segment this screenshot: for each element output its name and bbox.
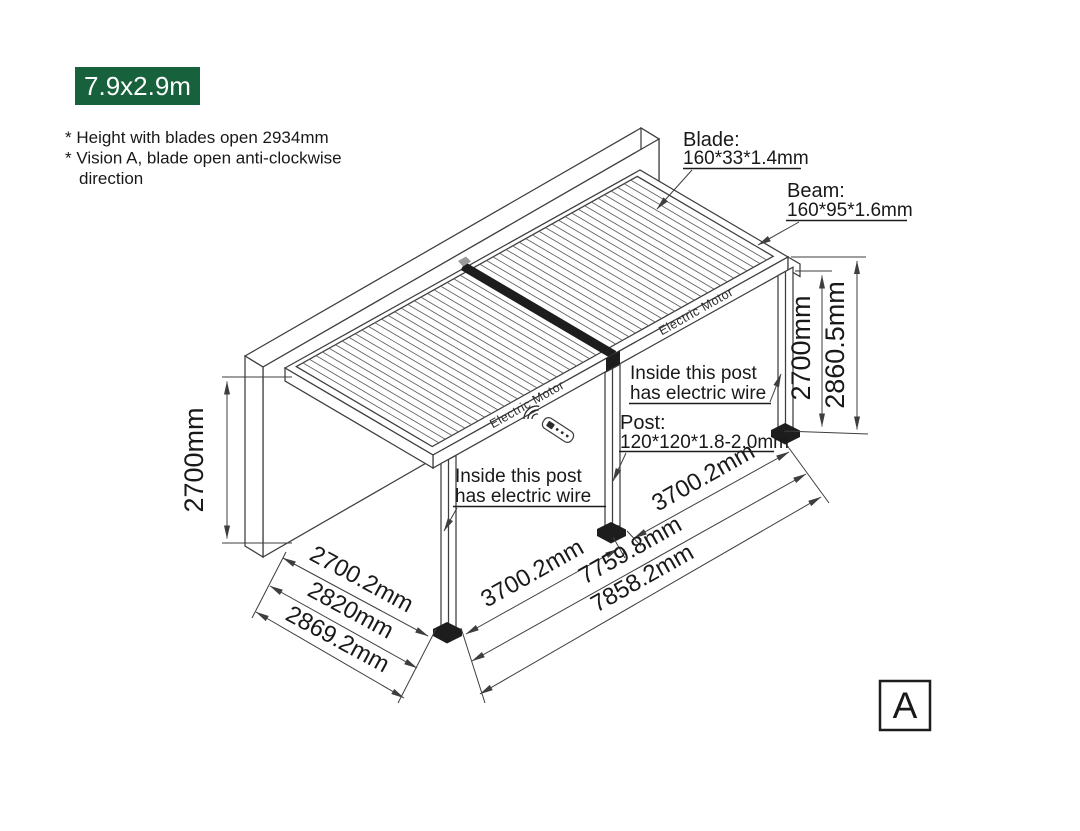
dim-bay-left-value: 3700.2mm [476,534,588,613]
beam-title: Beam: [787,180,845,202]
dim-wall-height: 2700mm [179,376,292,544]
callout-wire-left: Inside this post has electric wire [443,466,606,532]
callout-post: Post: 120*120*1.8-2.0mm [612,412,789,482]
dim-post-height-value: 2700mm [786,295,816,400]
view-marker-box [878,679,932,732]
middle-beam-front-cap [606,350,620,372]
beam-value: 160*95*1.6mm [787,200,913,221]
dim-depth-group: 2700.2mm 2820mm 2869.2mm [251,540,437,704]
roof-inner-frame [295,175,775,448]
dim-wall-height-value: 2700mm [179,407,209,512]
blade-value: 160*33*1.4mm [683,148,809,169]
remote-control-icon [523,405,575,443]
size-badge-box [75,67,200,105]
view-marker-label: A [893,685,918,726]
wire-left-line-2: has electric wire [455,486,591,507]
post-left-base-plate [433,622,462,644]
view-marker: A [878,679,932,732]
dim-overall-height-value: 2860.5mm [820,281,850,409]
note-line-3: direction [79,169,143,188]
louver-lines [302,179,767,444]
remote-signal-waves-icon [523,405,540,420]
roof: Electric Motor Electric Motor [283,169,801,470]
note-line-1: * Height with blades open 2934mm [65,128,329,147]
callout-blade: Blade: 160*33*1.4mm [656,129,809,210]
wire-right-line-2: has electric wire [630,383,766,404]
size-badge: 7.9x2.9m [75,67,200,105]
size-badge-label: 7.9x2.9m [84,71,191,101]
blade-title: Blade: [683,129,740,151]
beam-right-end-cap [787,255,801,278]
notes: * Height with blades open 2934mm * Visio… [65,128,342,188]
note-line-2: * Vision A, blade open anti-clockwise [65,149,342,168]
post-title: Post: [620,412,666,434]
roof-middle-beam [460,262,617,359]
callout-beam: Beam: 160*95*1.6mm [757,180,913,246]
middle-beam-rear-cap [458,256,471,267]
post-right-base-plate [771,423,800,445]
dim-right-heights: 2700mm 2860.5mm [783,256,869,435]
callout-wire-right: Inside this post has electric wire [629,363,782,405]
wire-left-line-1: Inside this post [455,466,582,487]
post-value: 120*120*1.8-2.0mm [620,432,789,453]
wall-left-end-face [244,354,264,559]
wire-right-line-1: Inside this post [630,363,757,384]
